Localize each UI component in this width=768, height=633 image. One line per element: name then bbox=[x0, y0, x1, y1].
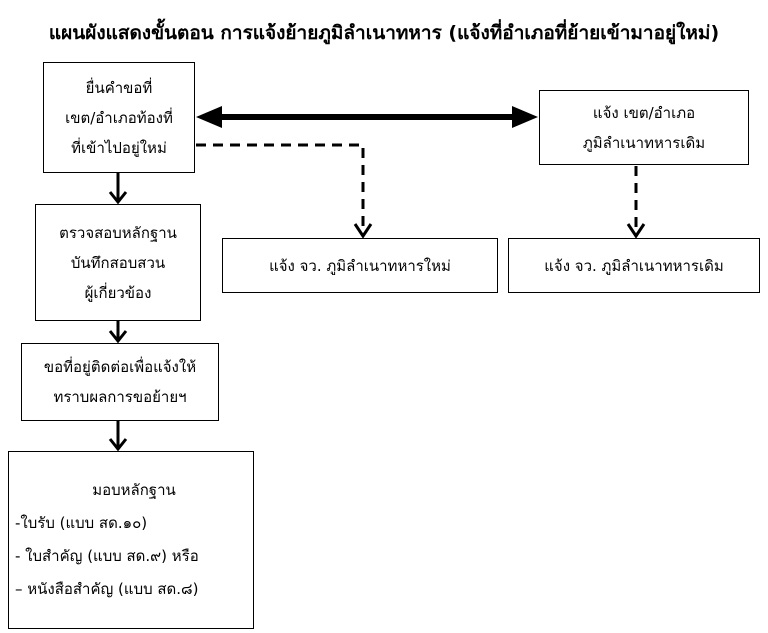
down-arrows bbox=[108, 173, 128, 452]
step-deliver-documents: มอบหลักฐาน -ใบรับ (แบบ สด.๑๐) - ใบสำคัญ … bbox=[8, 451, 254, 629]
step-notify-old-province: แจ้ง จว. ภูมิลำเนาทหารเดิม bbox=[508, 238, 760, 293]
step-heading: มอบหลักฐาน bbox=[92, 481, 176, 499]
step-text: ผู้เกี่ยวข้อง bbox=[84, 283, 152, 302]
page-title: แผนผังแสดงขั้นตอน การแจ้งย้ายภูมิลำเนาทห… bbox=[48, 22, 720, 44]
step-contact-address: ขอที่อยู่ติดต่อเพื่อแจ้งให้ ทราบผลการขอย… bbox=[21, 343, 219, 421]
step-text: บันทึกสอบสวน bbox=[70, 253, 166, 272]
document-item: -ใบรับ (แบบ สด.๑๐) bbox=[15, 514, 148, 532]
double-arrow bbox=[196, 106, 538, 128]
step-notify-new-province: แจ้ง จว. ภูมิลำเนาทหารใหม่ bbox=[222, 238, 498, 293]
step-text: ขอที่อยู่ติดต่อเพื่อแจ้งให้ bbox=[43, 358, 197, 376]
step-text: ที่เข้าไปอยู่ใหม่ bbox=[71, 138, 167, 157]
dashed-arrow-new-province bbox=[196, 143, 365, 228]
step-text: ทราบผลการขอย้ายฯ bbox=[53, 388, 187, 406]
step-notify-old-district: แจ้ง เขต/อำเภอ ภูมิลำเนาทหารเดิม bbox=[539, 90, 749, 165]
step-text: ยื่นคำขอที่ bbox=[85, 78, 153, 97]
step-text: แจ้ง จว. ภูมิลำเนาทหารใหม่ bbox=[269, 256, 451, 275]
step-text: เขต/อำเภอท้องที่ bbox=[65, 108, 173, 127]
step-submit-request: ยื่นคำขอที่ เขต/อำเภอท้องที่ ที่เข้าไปอย… bbox=[43, 62, 195, 173]
step-text: แจ้ง เขต/อำเภอ bbox=[592, 103, 696, 122]
step-text: ภูมิลำเนาทหารเดิม bbox=[582, 133, 706, 152]
step-verify: ตรวจสอบหลักฐาน บันทึกสอบสวน ผู้เกี่ยวข้อ… bbox=[35, 204, 201, 321]
step-text: แจ้ง จว. ภูมิลำเนาทหารเดิม bbox=[544, 256, 724, 275]
document-item: - ใบสำคัญ (แบบ สด.๙) หรือ bbox=[15, 547, 199, 565]
step-text: ตรวจสอบหลักฐาน bbox=[59, 223, 177, 242]
document-item: – หนังสือสำคัญ (แบบ สด.๘) bbox=[15, 580, 199, 598]
